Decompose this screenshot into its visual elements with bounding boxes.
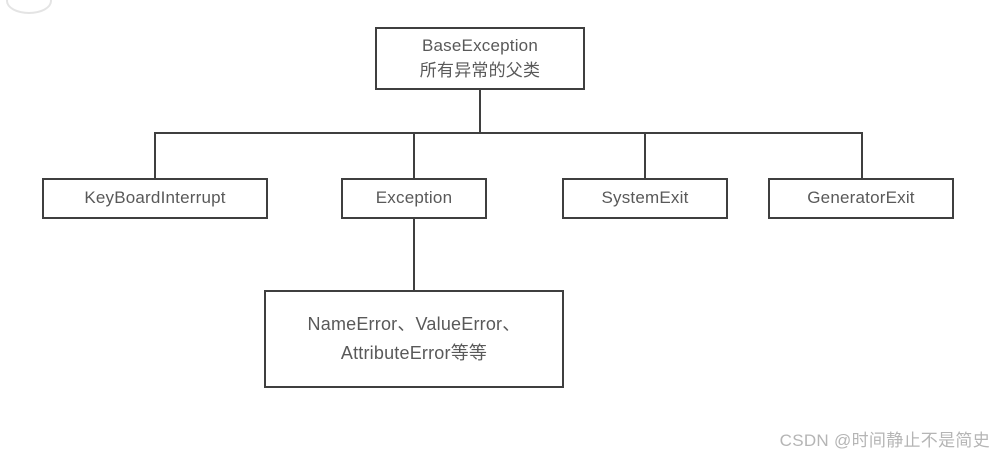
node-error-examples-line1: NameError、ValueError、 [307,314,521,335]
node-error-examples: NameError、ValueError、 AttributeError等等 [264,290,564,388]
node-exception-label: Exception [375,188,453,208]
edge-stub-systemexit [644,132,646,178]
node-baseexception-name: BaseException [421,35,538,55]
node-keyboardinterrupt-label: KeyBoardInterrupt [84,188,226,208]
node-exception: Exception [341,178,487,219]
edge-stub-generatorexit [861,132,863,178]
edge-horizontal-bus [154,132,863,134]
node-baseexception: BaseException 所有异常的父类 [375,27,585,90]
node-generatorexit-label: GeneratorExit [807,188,915,208]
decorative-arc [6,0,52,14]
node-systemexit: SystemExit [562,178,728,219]
node-generatorexit: GeneratorExit [768,178,954,219]
edge-root-down [479,90,481,134]
edge-exception-down [413,219,415,290]
edge-stub-keyboardinterrupt [154,132,156,178]
csdn-watermark: CSDN @时间静止不是简史 [779,431,990,450]
node-systemexit-label: SystemExit [601,188,689,208]
node-baseexception-desc: 所有异常的父类 [419,60,541,80]
node-error-examples-line2: AttributeError等等 [340,343,488,363]
edge-stub-exception [413,132,415,178]
node-keyboardinterrupt: KeyBoardInterrupt [42,178,268,219]
